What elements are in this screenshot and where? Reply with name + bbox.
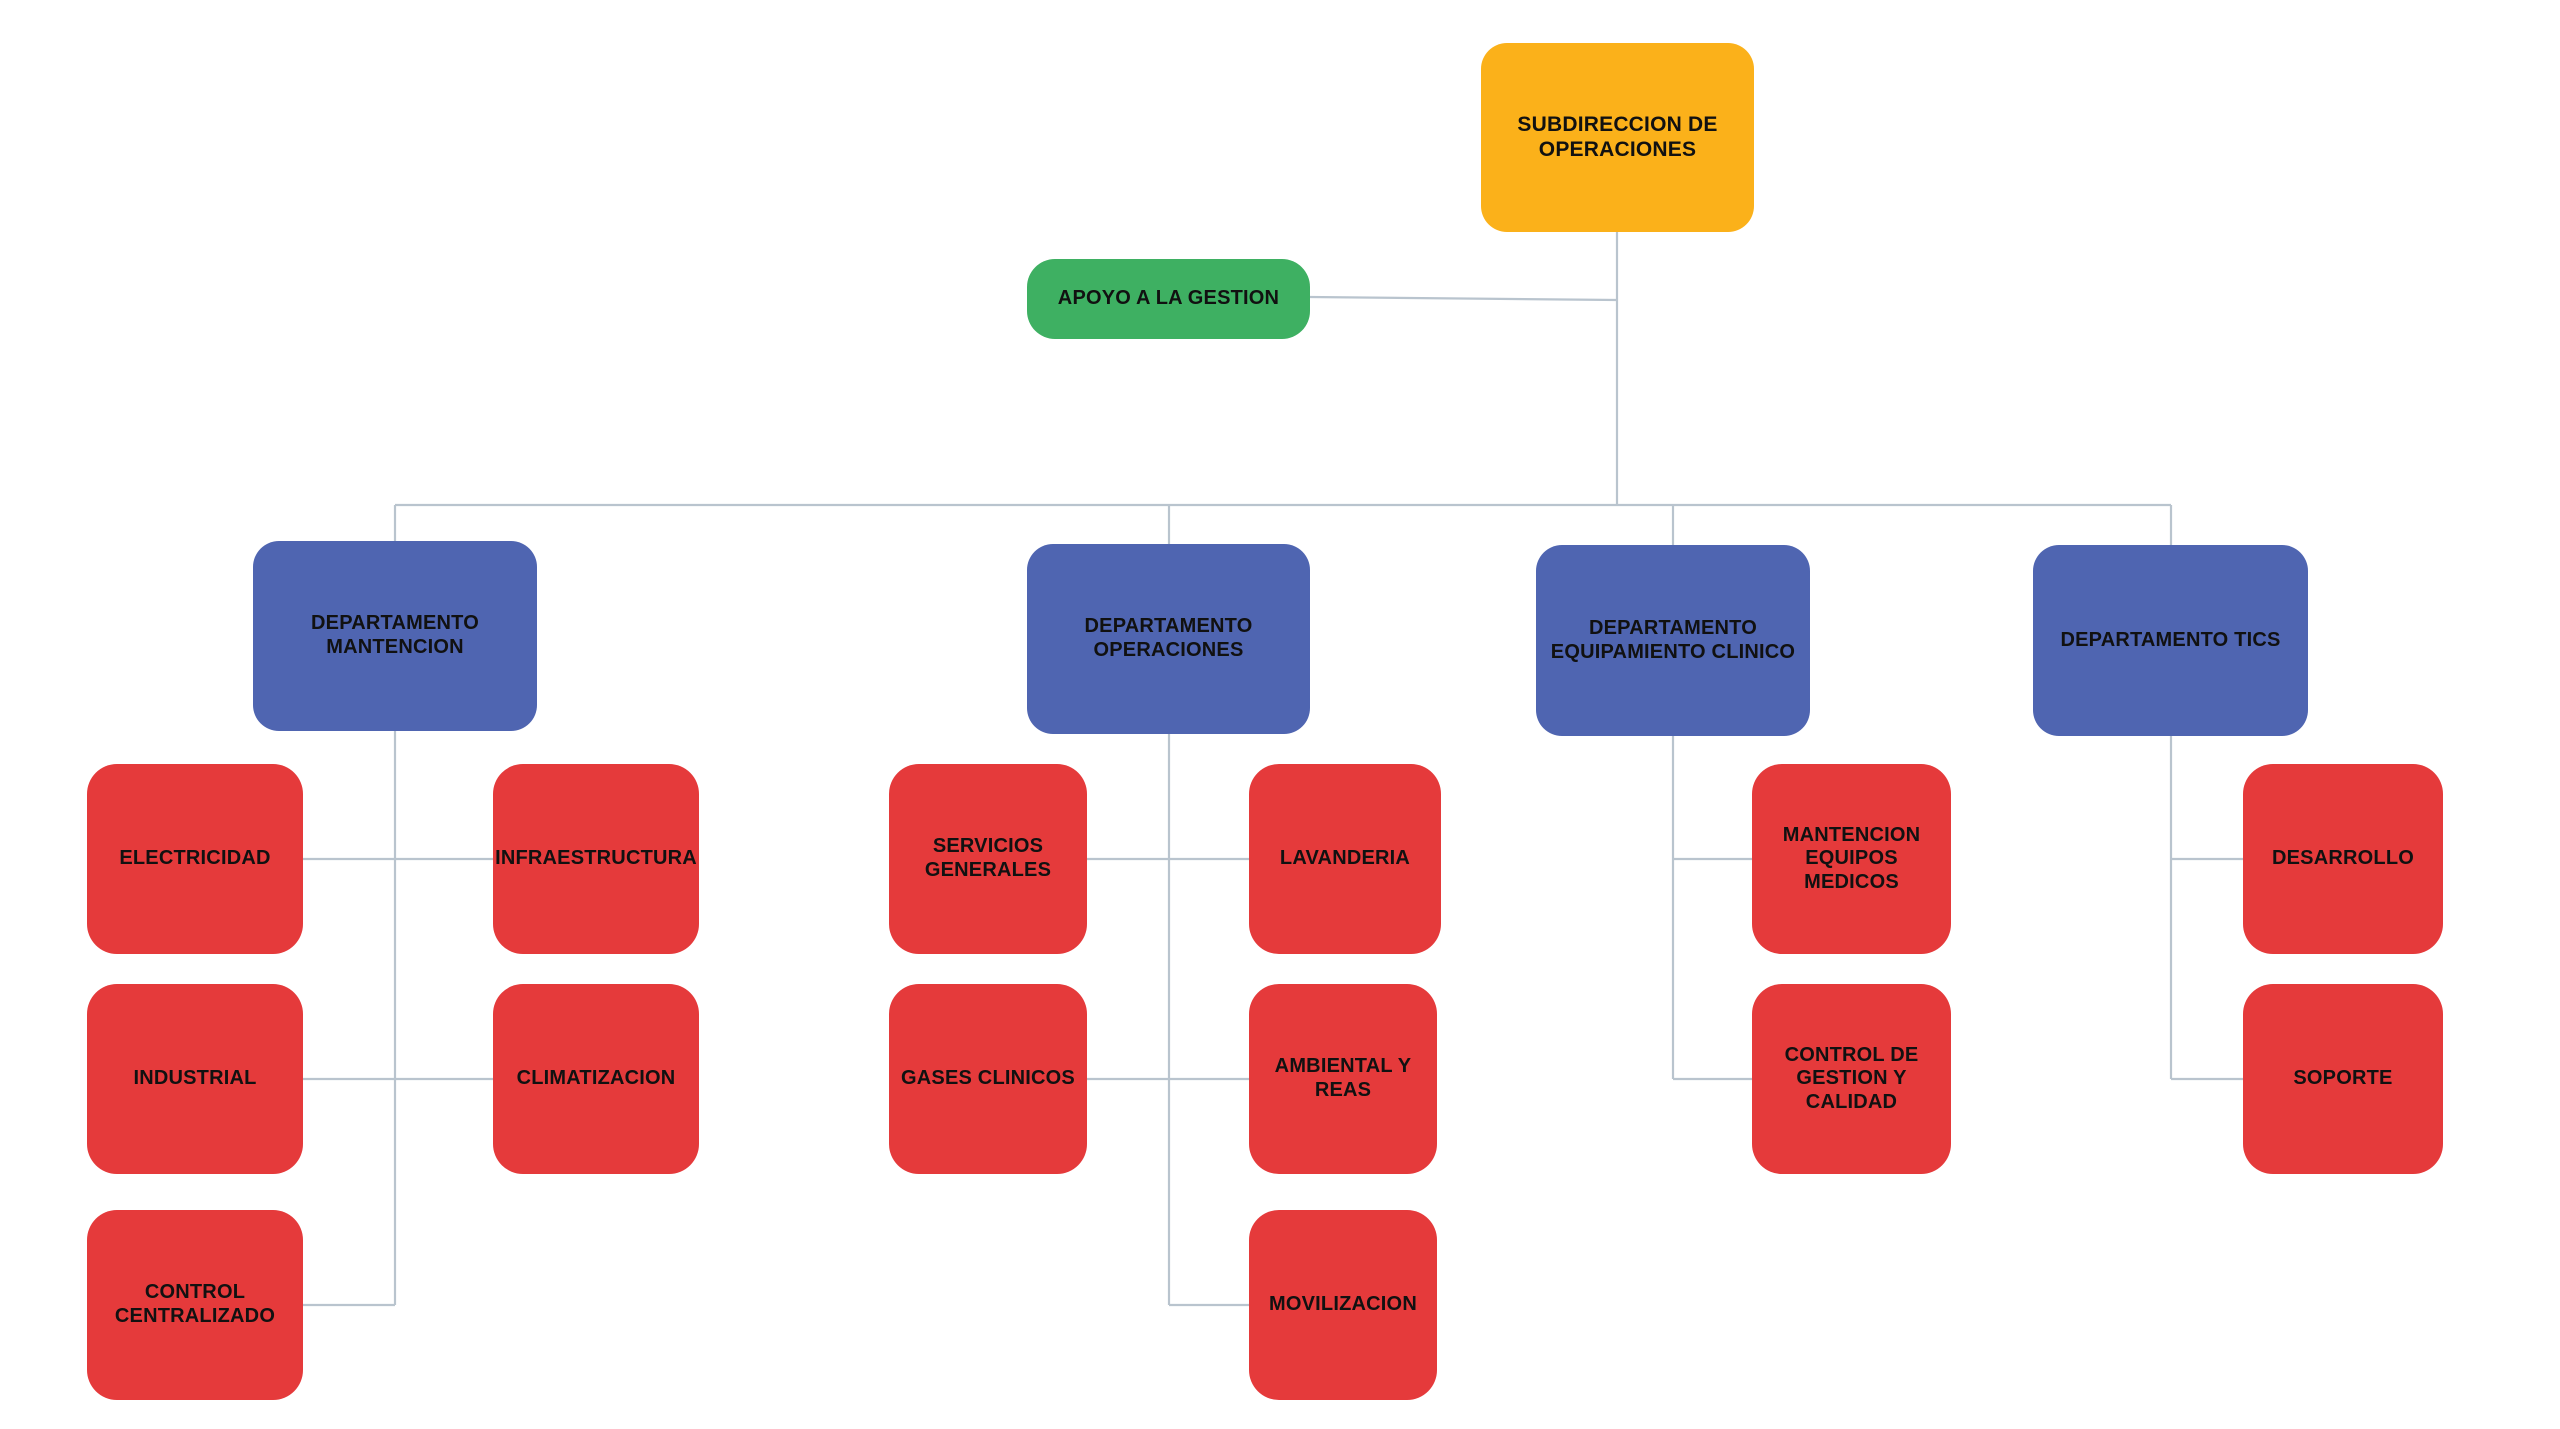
unit-node-servicios-generales: SERVICIOS GENERALES bbox=[889, 764, 1087, 954]
unit-label: DESARROLLO bbox=[2272, 847, 2414, 870]
department-node-operaciones: DEPARTAMENTO OPERACIONES bbox=[1027, 544, 1310, 734]
unit-label: GASES CLINICOS bbox=[901, 1067, 1075, 1090]
connector-support bbox=[1309, 295, 1618, 302]
department-label: DEPARTAMENTO EQUIPAMIENTO CLINICO bbox=[1550, 616, 1796, 663]
unit-node-desarrollo: DESARROLLO bbox=[2243, 764, 2443, 954]
unit-label: CLIMATIZACION bbox=[516, 1067, 676, 1090]
unit-label: SERVICIOS GENERALES bbox=[924, 835, 1052, 881]
unit-node-climatizacion: CLIMATIZACION bbox=[493, 984, 699, 1174]
root-node-label: SUBDIRECCION DE OPERACIONES bbox=[1517, 112, 1718, 161]
unit-node-mantencion-equipos-medicos: MANTENCION EQUIPOS MEDICOS bbox=[1752, 764, 1951, 954]
support-node-label: APOYO A LA GESTION bbox=[1057, 287, 1280, 310]
unit-label: AMBIENTAL Y REAS bbox=[1274, 1055, 1412, 1101]
unit-label: MOVILIZACION bbox=[1269, 1293, 1417, 1316]
department-node-tics: DEPARTAMENTO TICS bbox=[2033, 545, 2308, 736]
unit-node-gases-clinicos: GASES CLINICOS bbox=[889, 984, 1087, 1174]
root-node-subdireccion: SUBDIRECCION DE OPERACIONES bbox=[1481, 43, 1754, 232]
unit-label: INDUSTRIAL bbox=[133, 1067, 257, 1090]
support-node-apoyo-gestion: APOYO A LA GESTION bbox=[1027, 259, 1310, 339]
unit-node-ambiental-reas: AMBIENTAL Y REAS bbox=[1249, 984, 1437, 1174]
unit-node-industrial: INDUSTRIAL bbox=[87, 984, 303, 1174]
department-label: DEPARTAMENTO TICS bbox=[2060, 628, 2281, 651]
unit-label: CONTROL DE GESTION Y CALIDAD bbox=[1784, 1043, 1919, 1113]
unit-label: CONTROL CENTRALIZADO bbox=[114, 1281, 276, 1327]
unit-label: ELECTRICIDAD bbox=[119, 847, 271, 870]
unit-node-electricidad: ELECTRICIDAD bbox=[87, 764, 303, 954]
department-label: DEPARTAMENTO MANTENCION bbox=[311, 612, 479, 658]
unit-label: MANTENCION EQUIPOS MEDICOS bbox=[1782, 823, 1921, 893]
unit-node-soporte: SOPORTE bbox=[2243, 984, 2443, 1174]
unit-node-movilizacion: MOVILIZACION bbox=[1249, 1210, 1437, 1400]
unit-node-lavanderia: LAVANDERIA bbox=[1249, 764, 1441, 954]
department-node-equipamiento-clinico: DEPARTAMENTO EQUIPAMIENTO CLINICO bbox=[1536, 545, 1810, 736]
unit-node-infraestructura: INFRAESTRUCTURA bbox=[493, 764, 699, 954]
unit-node-control-centralizado: CONTROL CENTRALIZADO bbox=[87, 1210, 303, 1400]
department-node-mantencion: DEPARTAMENTO MANTENCION bbox=[253, 541, 537, 731]
unit-label: LAVANDERIA bbox=[1279, 847, 1411, 870]
department-label: DEPARTAMENTO OPERACIONES bbox=[1084, 615, 1253, 661]
unit-node-control-gestion-calidad: CONTROL DE GESTION Y CALIDAD bbox=[1752, 984, 1951, 1174]
unit-label: SOPORTE bbox=[2293, 1067, 2393, 1090]
unit-label: INFRAESTRUCTURA bbox=[495, 847, 697, 870]
